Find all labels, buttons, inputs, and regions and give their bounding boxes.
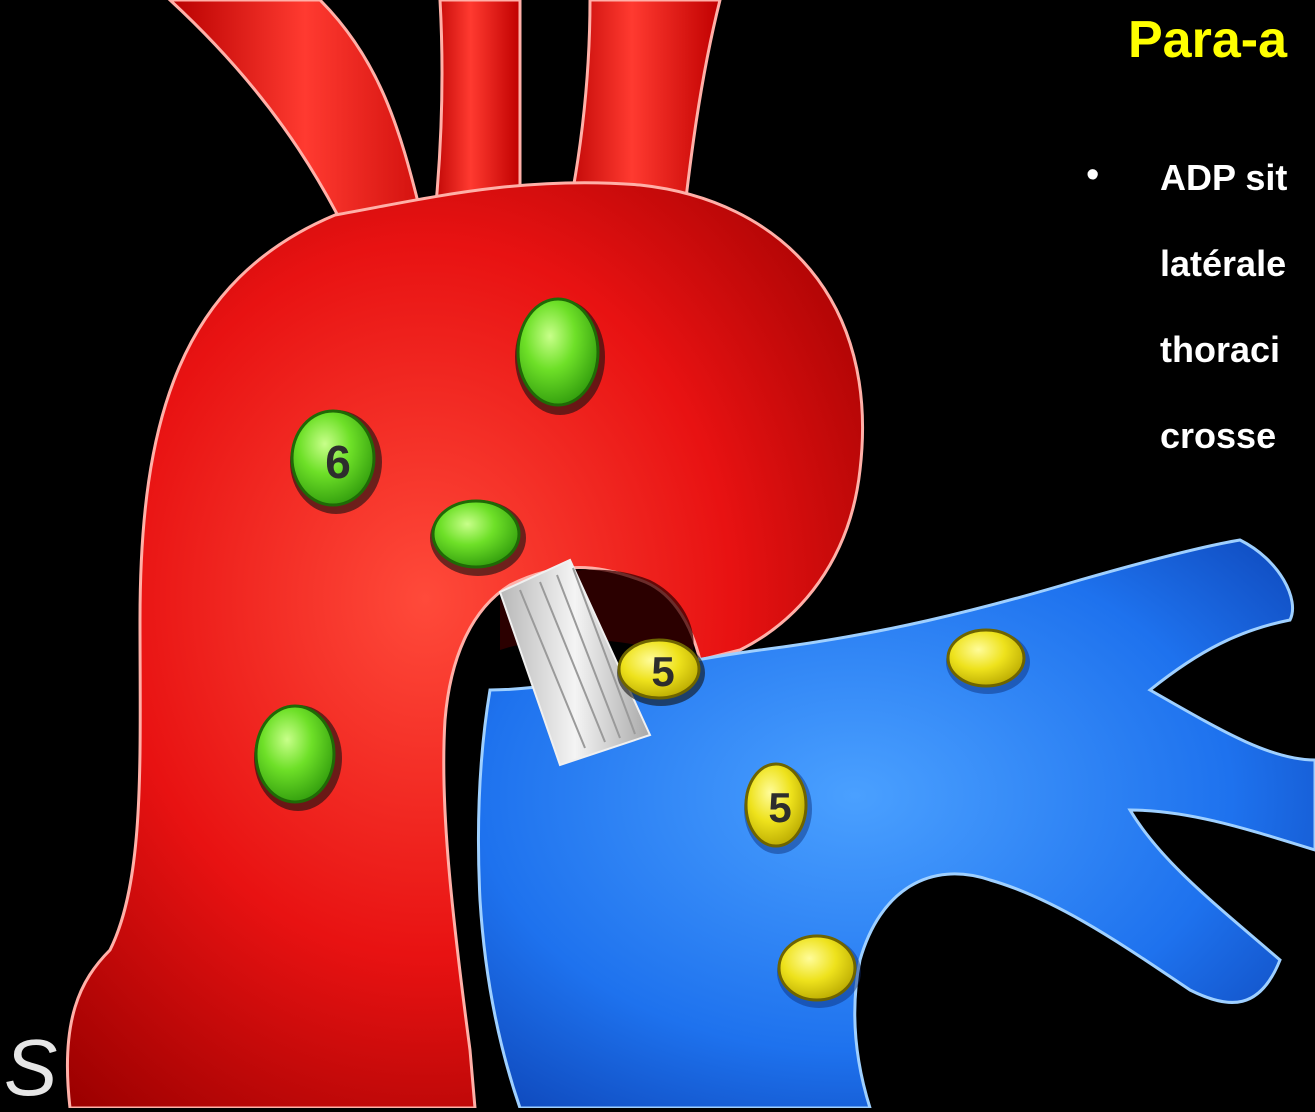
yellow-node-bottom bbox=[777, 936, 861, 1008]
yellow-node-station-5-b: 5 bbox=[744, 764, 812, 854]
yellow-node-station-5-a: 5 bbox=[617, 640, 705, 706]
bullet-line-1: ADP sit bbox=[1160, 157, 1287, 199]
slide-title: Para-a bbox=[1128, 0, 1287, 80]
bullet-marker: • bbox=[1086, 154, 1099, 197]
yellow-node-right bbox=[946, 630, 1030, 694]
station-5-label-b: 5 bbox=[768, 784, 791, 831]
corner-watermark: S bbox=[4, 1028, 57, 1108]
bullet-line-2: latérale bbox=[1160, 243, 1286, 285]
green-node-station-6: 6 bbox=[290, 410, 382, 514]
bullet-line-3: thoraci bbox=[1160, 329, 1280, 371]
station-5-label-a: 5 bbox=[651, 648, 674, 695]
bullet-line-4: crosse bbox=[1160, 415, 1276, 457]
station-6-label: 6 bbox=[325, 436, 351, 488]
green-node-lower bbox=[254, 705, 342, 811]
green-node-middle bbox=[430, 500, 526, 576]
green-node-upper bbox=[515, 299, 605, 415]
